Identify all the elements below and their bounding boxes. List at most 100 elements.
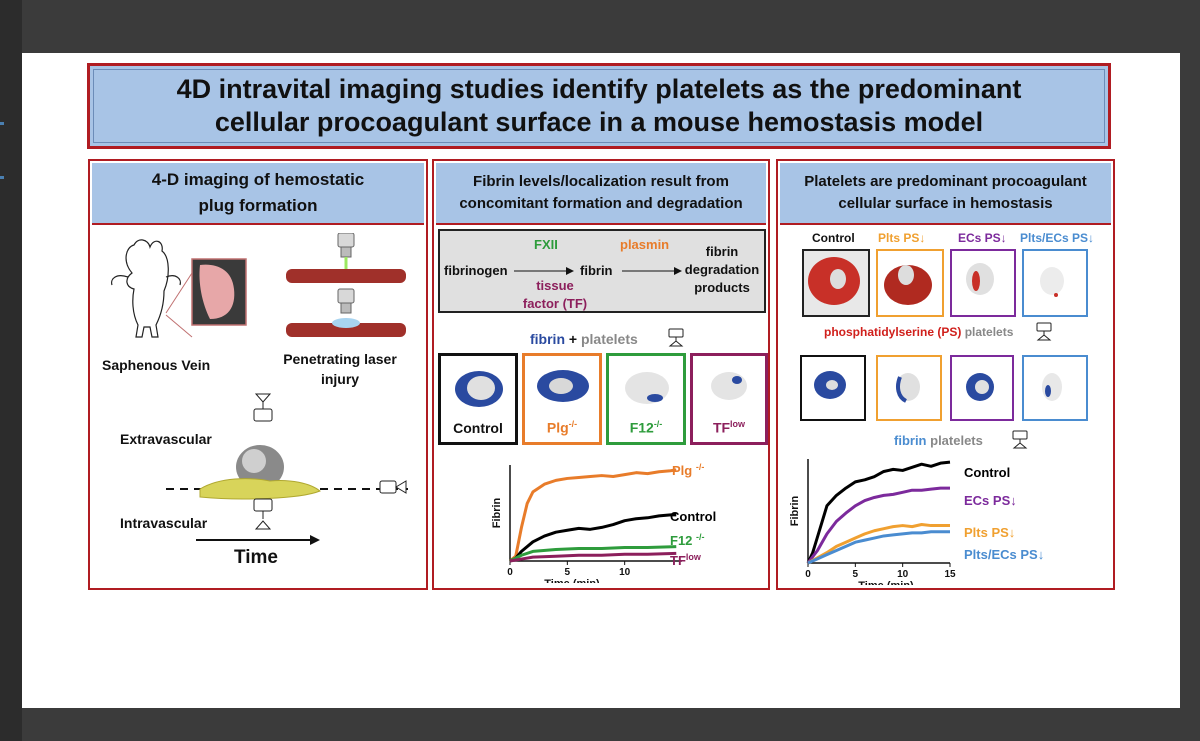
ps-legend-red: phosphatidylserine (PS) xyxy=(824,325,962,339)
arrow-fibrin-to-products xyxy=(622,267,682,275)
fib-thumb-plts xyxy=(876,355,942,421)
y-axis-label: Fibrin xyxy=(789,495,801,526)
camera-icon xyxy=(253,393,273,422)
arrow-fibrinogen-to-fibrin xyxy=(514,267,574,275)
ps-stain-image xyxy=(1040,267,1064,297)
app-left-strip xyxy=(0,0,22,741)
thumb-label-sup: -/- xyxy=(568,419,578,430)
fib-thumb-pltsecs xyxy=(1022,355,1088,421)
panel-2-header-line-2: concomitant formation and degradation xyxy=(459,195,743,212)
panel-fibrin-levels: Fibrin levels/localization result from c… xyxy=(432,159,770,590)
x-axis-label: Time (min) xyxy=(544,578,600,583)
panel-2-header: Fibrin levels/localization result from c… xyxy=(436,163,766,225)
thumb-tf: TFlow xyxy=(690,353,768,445)
legend-plus-text: + xyxy=(565,331,581,347)
camera-icon xyxy=(668,328,684,347)
fib-thumb-control xyxy=(800,355,866,421)
fibrinogen-label: fibrinogen xyxy=(444,263,508,278)
fibrin-label: fibrin xyxy=(580,263,613,278)
panel-platelets-procoagulant: Platelets are predominant procoagulant c… xyxy=(776,159,1115,590)
slide-title-box: 4D intravital imaging studies identify p… xyxy=(87,63,1111,149)
fib-thumb-ecs xyxy=(950,355,1014,421)
condition-label-ecs-ps: ECs PS↓ xyxy=(958,231,1007,245)
series-label: Control xyxy=(670,509,716,524)
intravascular-label: Intravascular xyxy=(120,515,208,531)
series-line xyxy=(806,460,951,564)
slide-canvas[interactable]: 4D intravital imaging studies identify p… xyxy=(22,53,1180,708)
fib-legend-platelets: platelets xyxy=(930,433,983,448)
panel-1-header-line-1: 4-D imaging of hemostatic xyxy=(151,170,365,189)
thumb-label-sup: low xyxy=(730,419,746,430)
y-axis-label: Fibrin xyxy=(491,497,503,528)
degradation-products-label: fibrin degradation products xyxy=(682,243,762,297)
series-label-sup: -/- xyxy=(696,532,705,542)
series-line xyxy=(509,468,677,563)
tissue-factor-label: tissue factor (TF) xyxy=(510,277,600,313)
fibrin-stain-image xyxy=(896,373,920,403)
plug-3d-render xyxy=(166,445,408,500)
fibrin-clot-image xyxy=(537,370,589,402)
legend-fibrin-text: fibrin xyxy=(530,331,565,347)
fibrin-clot-image xyxy=(625,372,669,404)
tissue-factor-line-1: tissue xyxy=(536,278,574,293)
extravascular-label: Extravascular xyxy=(120,431,212,447)
saphenous-vein-label: Saphenous Vein xyxy=(102,357,211,373)
x-tick-label: 5 xyxy=(853,569,859,580)
thumb-control: Control xyxy=(438,353,518,445)
x-axis-label: Time (min) xyxy=(858,580,914,585)
ps-legend-platelets: platelets xyxy=(964,325,1014,339)
ps-thumb-pltsecs xyxy=(1022,249,1088,317)
ps-stain-image xyxy=(884,265,932,305)
ps-stain-image xyxy=(808,257,860,305)
series-line xyxy=(806,486,950,564)
ps-stain-image xyxy=(966,263,994,295)
legend-platelets-text: platelets xyxy=(580,331,638,347)
series-label: F12 -/- xyxy=(670,532,705,548)
series-line xyxy=(807,523,950,565)
ps-thumb-plts xyxy=(876,249,944,317)
series-label-sup: low xyxy=(686,552,702,562)
laser-injury-line-1: Penetrating laser xyxy=(283,351,397,367)
x-tick-label: 0 xyxy=(507,567,513,578)
camera-icon xyxy=(253,498,273,530)
series-label-sup: -/- xyxy=(696,462,705,472)
series-label: Plts PS↓ xyxy=(964,525,1015,540)
x-tick-label: 10 xyxy=(897,569,909,580)
mouse-illustration xyxy=(111,239,247,338)
camera-icon xyxy=(1012,430,1028,449)
thumb-f12: F12-/- xyxy=(606,353,686,445)
laser-injury-line-2: injury xyxy=(320,371,360,387)
left-strip-marker xyxy=(0,122,4,125)
series-label: Control xyxy=(964,465,1010,480)
series-line xyxy=(807,530,950,565)
x-tick-label: 5 xyxy=(565,567,571,578)
panel-2-header-line-1: Fibrin levels/localization result from xyxy=(473,173,729,190)
fibrin-platelets-legend-2: fibrin platelets xyxy=(894,433,983,448)
laser-injury-label: Penetrating laser injury xyxy=(280,349,400,389)
degradation-products-line-3: products xyxy=(694,280,750,295)
series-label: Plg -/- xyxy=(672,462,704,478)
title-line-1: 4D intravital imaging studies identify p… xyxy=(176,74,1022,104)
plasmin-label: plasmin xyxy=(620,237,670,252)
condition-label-pltsecs-ps: Plts/ECs PS↓ xyxy=(1020,231,1095,245)
fibrin-platelets-legend: fibrin + platelets xyxy=(530,331,638,347)
fibrin-clot-image xyxy=(455,371,503,407)
degradation-products-line-2: degradation xyxy=(684,262,760,277)
thumb-label: Plg xyxy=(546,420,569,436)
fibrin-clot-image xyxy=(711,372,747,400)
left-strip-marker xyxy=(0,176,4,179)
time-arrow xyxy=(196,535,320,545)
tissue-factor-line-2: factor (TF) xyxy=(522,296,588,311)
series-label: Plts/ECs PS↓ xyxy=(964,547,1044,562)
ps-legend: phosphatidylserine (PS) platelets xyxy=(824,325,1013,339)
panel-1-header-line-2: plug formation xyxy=(198,196,318,215)
laser-vessel-illustration xyxy=(286,233,406,337)
app-top-bar xyxy=(0,0,1200,53)
thumb-label: Control xyxy=(453,420,503,436)
fibrin-stain-image xyxy=(814,371,846,399)
thumb-label: F12 xyxy=(629,420,654,436)
panel-3-header-line-2: cellular surface in hemostasis xyxy=(838,195,1053,212)
condition-label-control: Control xyxy=(812,231,855,245)
